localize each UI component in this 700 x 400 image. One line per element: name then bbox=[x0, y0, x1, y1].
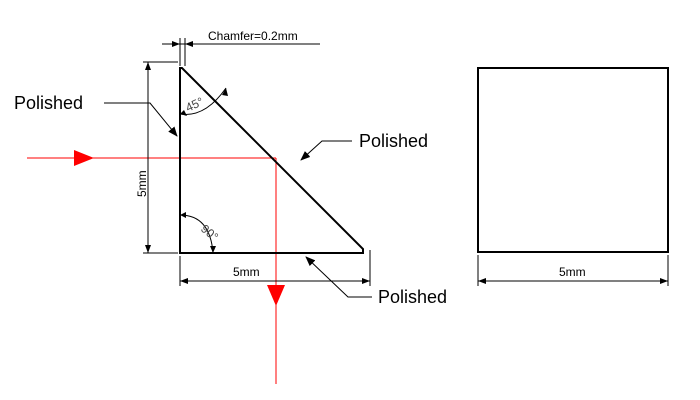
prism-triangle bbox=[179, 67, 364, 254]
chamfer-label: Chamfer=0.2mm bbox=[208, 29, 298, 43]
height-dimension: 5mm bbox=[135, 61, 178, 254]
base-dimension-label: 5mm bbox=[233, 265, 260, 279]
side-view-outline bbox=[477, 67, 669, 253]
polished-hyp-label: Polished bbox=[359, 131, 428, 151]
beam-exit-arrow bbox=[267, 285, 285, 306]
angle-45-label: 45° bbox=[183, 94, 206, 114]
beam-incident-arrow bbox=[74, 150, 94, 166]
beam-path bbox=[27, 150, 285, 384]
polished-left-callout: Polished bbox=[14, 93, 178, 137]
chamfer-dimension: Chamfer=0.2mm bbox=[162, 29, 320, 66]
side-view-dimension-label: 5mm bbox=[559, 265, 586, 279]
angle-90-label: 90° bbox=[198, 222, 221, 245]
base-dimension: 5mm bbox=[179, 250, 371, 286]
polished-bottom-label: Polished bbox=[378, 287, 447, 307]
angle-45-marker: 45° bbox=[179, 87, 228, 116]
polished-bottom-callout: Polished bbox=[305, 256, 447, 307]
height-dimension-label: 5mm bbox=[135, 170, 149, 197]
polished-left-label: Polished bbox=[14, 93, 83, 113]
prism-outline bbox=[179, 67, 364, 254]
polished-hyp-callout: Polished bbox=[300, 131, 428, 161]
side-view-square: 5mm bbox=[477, 67, 669, 286]
angle-90-marker: 90° bbox=[179, 212, 221, 254]
